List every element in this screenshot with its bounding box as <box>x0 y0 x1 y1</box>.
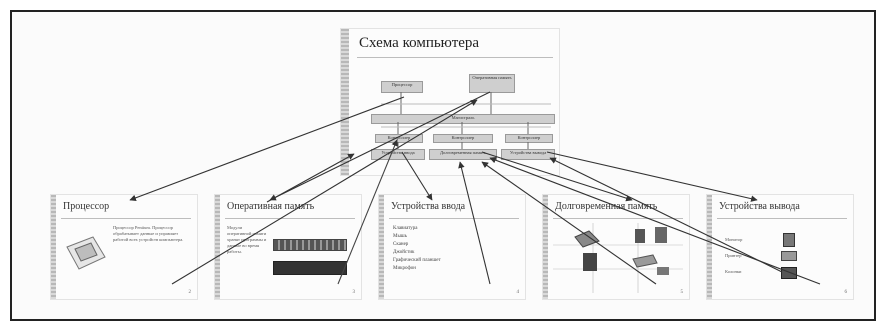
slide-memory: Оперативная память Модули оперативной па… <box>214 194 362 300</box>
block-input-devices: Устройства ввода <box>371 149 425 160</box>
slide-stripe <box>341 29 349 175</box>
slide-stripe <box>51 195 56 299</box>
printer-icon <box>781 251 797 261</box>
arrow-back-from-output-2 <box>549 157 783 273</box>
slide-number: 2 <box>188 290 192 295</box>
block-memory: Оперативная память <box>469 74 515 93</box>
arrow-to-storage <box>481 151 633 202</box>
slide-number: 5 <box>680 290 684 295</box>
output-item-speakers: Колонки <box>725 269 742 274</box>
arrow-back-from-output <box>489 157 821 285</box>
arrow-back-from-memory-2 <box>266 153 355 203</box>
block-controller-1: Контроллер <box>375 134 423 143</box>
list-item: Сканер <box>393 242 409 247</box>
list-item: Джойстик <box>393 250 415 255</box>
hard-disk-icon <box>574 230 600 248</box>
cd-drive-icon <box>655 227 667 243</box>
slide-title: Устройства вывода <box>719 201 800 212</box>
slide-stripe <box>379 195 384 299</box>
monitor-icon <box>783 233 795 247</box>
figure-frame: Схема компьютера Процессор Оперативная п… <box>10 10 876 321</box>
slide-number: 6 <box>844 290 848 295</box>
slide-number: 4 <box>516 290 520 295</box>
output-item-printer: Принтер <box>725 253 742 258</box>
media-icon <box>657 267 669 275</box>
slide-stripe <box>543 195 548 299</box>
slide-processor: Процессор Процессор Pentium. Процессор о… <box>50 194 198 300</box>
slide-title: Процессор <box>63 201 110 212</box>
title-rule <box>717 218 847 219</box>
arrow-to-output-devices <box>546 151 758 202</box>
slide-stripe <box>707 195 712 299</box>
slide-title: Устройства ввода <box>391 201 466 212</box>
title-rule <box>553 218 683 219</box>
flash-card-icon <box>583 253 597 271</box>
slide-title: Схема компьютера <box>359 35 480 51</box>
title-rule <box>389 218 519 219</box>
hyperlink-arrows <box>129 91 821 285</box>
processor-chip-icon <box>66 236 106 270</box>
ram-module-image <box>273 239 347 251</box>
arrow-back-from-input <box>458 161 491 285</box>
arrow-to-input-devices <box>401 151 433 201</box>
block-processor: Процессор <box>381 81 423 93</box>
output-item-monitor: Монитор <box>725 237 743 242</box>
slide-title: Оперативная память <box>227 201 315 212</box>
arrow-to-processor <box>129 96 405 201</box>
arrow-back-from-storage <box>481 161 657 285</box>
slide-computer-scheme: Схема компьютера Процессор Оперативная п… <box>340 28 560 176</box>
input-device-list: Клавиатура Мышь Сканер Джойстик Графичес… <box>393 225 441 273</box>
title-rule <box>225 218 355 219</box>
list-item: Клавиатура <box>393 226 418 231</box>
slide-input-devices: Устройства ввода Клавиатура Мышь Сканер … <box>378 194 526 300</box>
slide-storage: Долговременная память 5 <box>542 194 690 300</box>
ram-module-image <box>273 261 347 275</box>
arrow-back-from-processor <box>171 99 478 285</box>
slide-stripe <box>215 195 220 299</box>
slide-title: Долговременная память <box>555 201 658 212</box>
storage-devices-image <box>553 223 683 293</box>
arrow-back-from-memory <box>337 139 398 285</box>
block-output-devices: Устройства вывода <box>501 149 555 160</box>
list-item: Мышь <box>393 234 407 239</box>
slide-text: Процессор Pentium. Процессор обрабатывае… <box>113 225 184 242</box>
block-controller-3: Контроллер <box>505 134 553 143</box>
block-bus: Магистраль <box>371 114 555 124</box>
title-rule <box>61 218 191 219</box>
list-item: Графический планшет <box>393 258 441 263</box>
speakers-icon <box>781 267 797 279</box>
arrow-to-memory <box>269 91 491 201</box>
usb-stick-icon <box>632 254 658 268</box>
floppy-icon <box>635 229 645 243</box>
block-storage: Долговременная память <box>429 149 497 160</box>
list-item: Микрофон <box>393 266 416 271</box>
block-controller-2: Контроллер <box>433 134 493 143</box>
title-rule <box>357 57 553 58</box>
slide-number: 3 <box>352 290 356 295</box>
